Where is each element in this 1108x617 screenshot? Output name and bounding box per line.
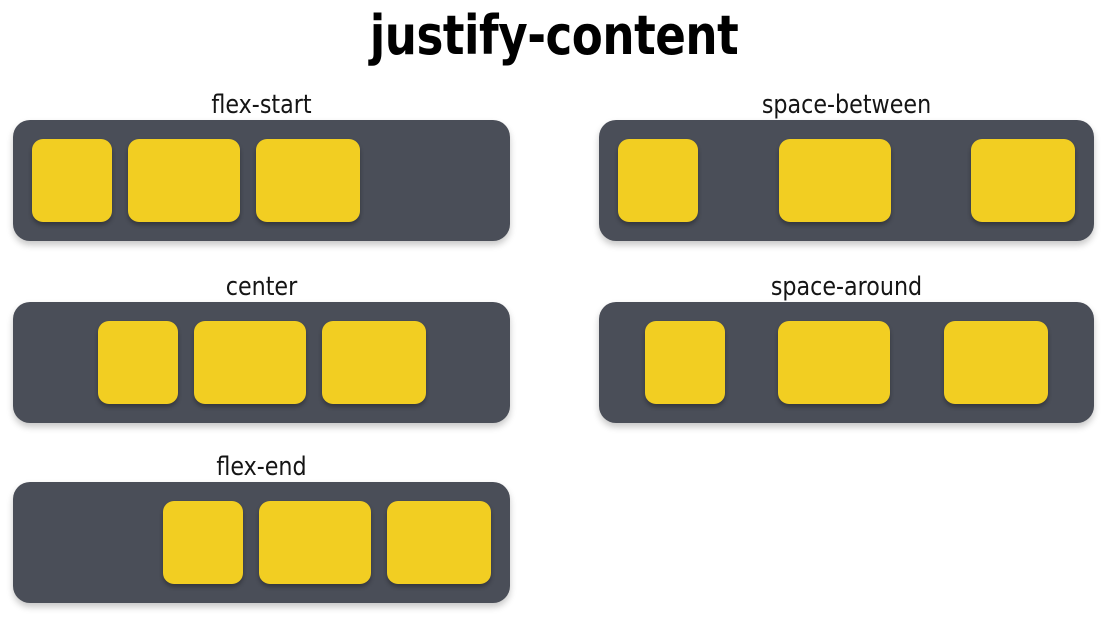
demo-space-between: space-between: [599, 90, 1094, 241]
flex-item: [193, 321, 306, 404]
demo-label-center: center: [225, 272, 298, 302]
flex-item: [128, 139, 240, 222]
demo-flex-end: flex-end: [13, 452, 510, 603]
flex-item: [97, 321, 178, 404]
demo-label-flex-end: flex-end: [216, 452, 307, 482]
demo-label-space-around: space-around: [770, 272, 923, 302]
demo-center: center: [13, 272, 510, 423]
demo-space-around: space-around: [599, 272, 1094, 423]
flex-item: [944, 321, 1049, 404]
flex-item: [256, 139, 360, 222]
demo-flex-start: flex-start: [13, 90, 510, 241]
flex-container-flex-start: [13, 120, 510, 241]
flex-item: [321, 321, 426, 404]
flex-item: [644, 321, 725, 404]
flex-container-flex-end: [13, 482, 510, 603]
flex-item: [32, 139, 112, 222]
flex-item: [387, 501, 491, 584]
flex-item: [259, 501, 371, 584]
flex-container-space-around: [599, 302, 1094, 423]
flex-item: [778, 139, 891, 222]
flex-container-center: [13, 302, 510, 423]
flex-item: [971, 139, 1075, 222]
flex-item: [163, 501, 243, 584]
demo-label-space-between: space-between: [761, 90, 932, 120]
flex-item: [618, 139, 698, 222]
demo-label-flex-start: flex-start: [211, 90, 312, 120]
flex-container-space-between: [599, 120, 1094, 241]
page-title: justify-content: [369, 4, 739, 67]
flex-item: [778, 321, 891, 404]
